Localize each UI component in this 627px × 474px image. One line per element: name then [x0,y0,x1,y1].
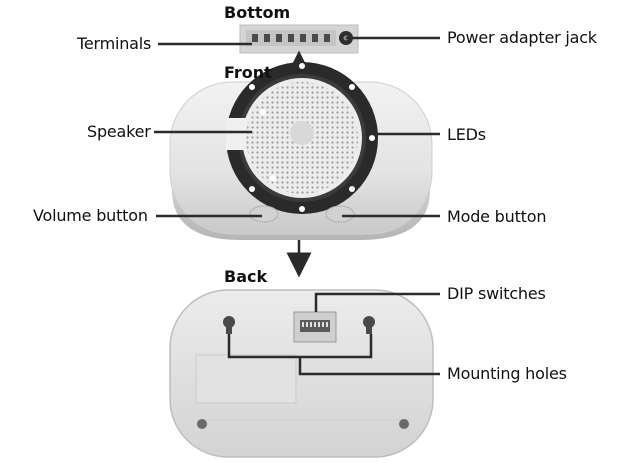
label-leds: LEDs [447,125,486,144]
label-dip-switches: DIP switches [447,284,546,303]
view-title-back: Back [224,267,268,286]
led-dots [249,63,375,212]
view-title-front: Front [224,63,272,82]
label-volume-button: Volume button [33,206,148,225]
mode-button-shape [325,205,355,223]
leader-dip-switches [314,292,440,312]
mounting-hole-right [363,316,375,334]
screw-hole [399,419,409,429]
mounting-hole-left [223,316,235,334]
leader-mounting-holes-to-label [298,357,440,376]
back-label-area [195,354,297,404]
front-view [169,62,433,240]
label-terminals: Terminals [77,34,152,53]
volume-button-shape [249,205,279,223]
label-speaker: Speaker [87,122,151,141]
terminal-screws [252,34,330,42]
screw-hole [197,419,207,429]
label-power-adapter-jack: Power adapter jack [447,28,597,47]
view-title-bottom: Bottom [224,3,291,22]
bottom-view [239,24,359,54]
label-mode-button: Mode button [447,207,547,226]
label-mounting-holes: Mounting holes [447,364,567,383]
